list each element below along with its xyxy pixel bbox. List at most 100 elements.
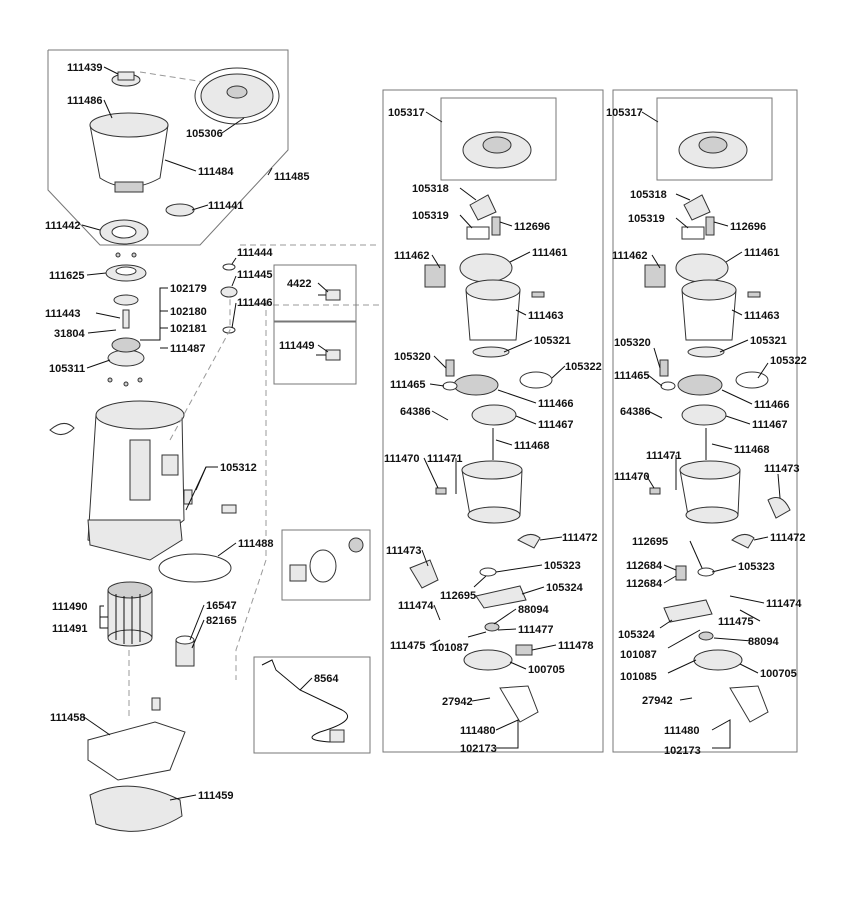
label-a-111472: 111472	[562, 532, 598, 544]
panel-b-leader-lines	[641, 111, 781, 749]
label-a-111473: 111473	[386, 545, 422, 557]
micro-switch-part	[318, 289, 341, 301]
label-b-112696: 112696	[730, 221, 766, 233]
label-b-88094: 88094	[748, 636, 779, 648]
label-b-112684a: 112684	[626, 560, 663, 572]
label-b-105324: 105324	[618, 629, 656, 641]
label-a-105319: 105319	[412, 210, 449, 222]
label-b-111470: 111470	[614, 471, 650, 483]
label-b-27942: 27942	[642, 695, 673, 707]
power-cord-part	[261, 659, 348, 743]
label-a-64386: 64386	[400, 406, 431, 418]
label-b-105318: 105318	[630, 189, 667, 201]
label-8564: 8564	[314, 673, 339, 685]
panel-a-top-box	[440, 97, 557, 181]
screw-set	[107, 252, 143, 387]
label-b-111462: 111462	[612, 250, 648, 262]
panel-b-top-box	[656, 97, 773, 181]
panel-a-chamber-part	[435, 460, 523, 524]
label-b-105322: 105322	[770, 355, 807, 367]
label-a-111463: 111463	[528, 310, 564, 322]
panel-a-chute-parts	[466, 194, 501, 240]
label-a-112695: 112695	[440, 590, 476, 602]
label-111441: 111441	[208, 200, 244, 212]
label-b-111465: 111465	[614, 370, 650, 382]
label-31804: 31804	[54, 328, 85, 340]
label-b-112695: 112695	[632, 536, 668, 548]
label-a-27942: 27942	[442, 696, 473, 708]
label-b-111466: 111466	[754, 399, 790, 411]
label-16547: 16547	[206, 600, 237, 612]
label-a-111466: 111466	[538, 398, 574, 410]
label-a-105317: 105317	[388, 107, 425, 119]
panel-a-star-parts	[442, 346, 553, 460]
capacitor-part	[175, 635, 195, 667]
label-a-105322: 105322	[565, 361, 602, 373]
label-111446: 111446	[237, 297, 273, 309]
hopper-gate-part	[165, 203, 195, 217]
timer-parts	[289, 537, 364, 583]
label-a-111467: 111467	[538, 419, 574, 431]
label-102180: 102180	[170, 306, 207, 318]
label-111449: 111449	[279, 340, 315, 352]
label-111459: 111459	[198, 790, 234, 802]
burr-carrier-part	[107, 337, 145, 367]
label-b-111474: 111474	[766, 598, 802, 610]
panel-b-cover-part	[678, 131, 748, 169]
label-111444: 111444	[237, 247, 273, 259]
box-timer	[281, 529, 371, 601]
label-a-88094: 88094	[518, 604, 549, 616]
spring-pin-parts	[113, 294, 139, 329]
label-a-111461: 111461	[532, 247, 568, 259]
label-b-111480: 111480	[664, 725, 700, 737]
label-a-102173: 102173	[460, 743, 497, 755]
box-111449	[273, 321, 357, 385]
label-b-111472: 111472	[770, 532, 806, 544]
label-a-105324: 105324	[546, 582, 584, 594]
label-111439: 111439	[67, 62, 103, 74]
label-b-105321: 105321	[750, 335, 787, 347]
label-102179: 102179	[170, 283, 207, 295]
label-b-101085: 101085	[620, 671, 657, 683]
hopper-collar-part	[99, 219, 149, 245]
label-111491: 111491	[52, 623, 88, 635]
label-a-111471: 111471	[427, 453, 463, 465]
label-a-111480: 111480	[460, 725, 496, 737]
hopper-group-outline	[47, 49, 289, 246]
box-8564	[253, 656, 371, 754]
grinder-body-part	[49, 400, 193, 561]
label-b-100705: 100705	[760, 668, 797, 680]
panel-b-star-parts	[659, 346, 769, 460]
label-111490: 111490	[52, 601, 88, 613]
label-a-105321: 105321	[534, 335, 571, 347]
label-111445: 111445	[237, 269, 273, 281]
panel-a-lever-parts	[409, 534, 541, 723]
base-foot-part	[89, 785, 183, 832]
label-111484: 111484	[198, 166, 234, 178]
switch-2-part	[316, 349, 341, 361]
panel-a-leader-lines	[421, 111, 566, 749]
label-82165: 82165	[206, 615, 237, 627]
panel-b-doser-part	[644, 253, 761, 341]
panel-b-chamber-part	[649, 460, 791, 524]
label-a-111477: 111477	[518, 624, 554, 636]
label-b-111463: 111463	[744, 310, 780, 322]
label-111487: 111487	[170, 343, 206, 355]
label-b-101087: 101087	[620, 649, 657, 661]
label-a-111468: 111468	[514, 440, 550, 452]
label-b-112684b: 112684	[626, 578, 663, 590]
panel-a-cover-part	[462, 131, 532, 169]
adjuster-ring-part	[105, 264, 147, 282]
panel-b-chute-parts	[681, 194, 715, 240]
label-a-105323: 105323	[544, 560, 581, 572]
lid-knob-part	[111, 71, 141, 87]
label-b-105323: 105323	[738, 561, 775, 573]
label-b-111473: 111473	[764, 463, 800, 475]
label-a-111475: 111475	[390, 640, 426, 652]
label-b-105320: 105320	[614, 337, 651, 349]
label-a-101087: 101087	[432, 642, 469, 654]
label-b-111467: 111467	[752, 419, 788, 431]
label-111488: 111488	[238, 538, 274, 550]
hopper-lid-part	[194, 67, 280, 125]
